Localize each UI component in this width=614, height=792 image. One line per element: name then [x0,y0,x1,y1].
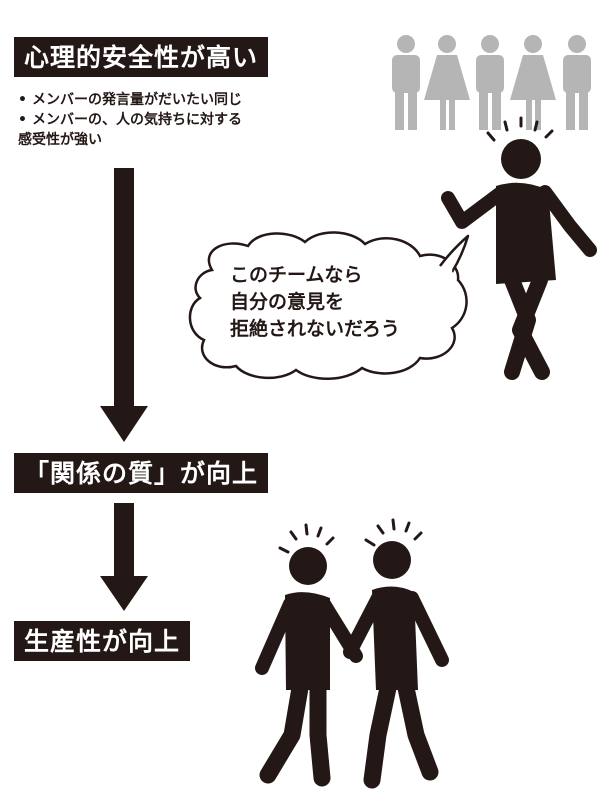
gray-person-man-3 [563,35,591,130]
sparkle-lines-left [278,523,335,554]
gray-person-woman-2 [510,35,556,130]
flow-arrow-1 [100,168,148,442]
flow-arrow-2 [100,503,148,611]
speech-line-3: 拒絶されないだろう [230,318,400,340]
speaking-person-figure [441,116,597,380]
heading-productivity: 生産性が向上 [14,621,191,661]
bullet-list: メンバーの発言量がだいたい同じ メンバーの、人の気持ちに対する 感受性が強い [18,90,242,150]
handshake-figures [255,518,449,789]
bullet-text-line-1: メンバーの、人の気持ちに対する [32,112,242,128]
heading-high-psychological-safety: 心理的安全性が高い [14,37,269,77]
heading-relationship-quality: 「関係の質」が向上 [14,453,269,493]
speech-line-2: 自分の意見を [230,291,345,313]
sparkle-lines [486,116,554,142]
speech-bubble-text: このチームなら 自分の意見を 拒絶されないだろう [230,262,400,343]
bullet-text: メンバーの発言量がだいたい同じ [32,92,242,108]
speech-line-1: このチームなら [230,264,363,286]
speech-bubble [188,231,470,380]
bullet-item: メンバーの、人の気持ちに対する 感受性が強い [18,110,242,150]
bullet-item: メンバーの発言量がだいたい同じ [18,90,242,110]
gray-team-figures [392,35,591,130]
gray-person-woman-1 [424,35,470,130]
bullet-text-line-2: 感受性が強い [18,132,102,148]
gray-person-man-2 [476,35,504,130]
gray-person-man-1 [392,35,420,130]
sparkle-lines-right [364,518,423,547]
